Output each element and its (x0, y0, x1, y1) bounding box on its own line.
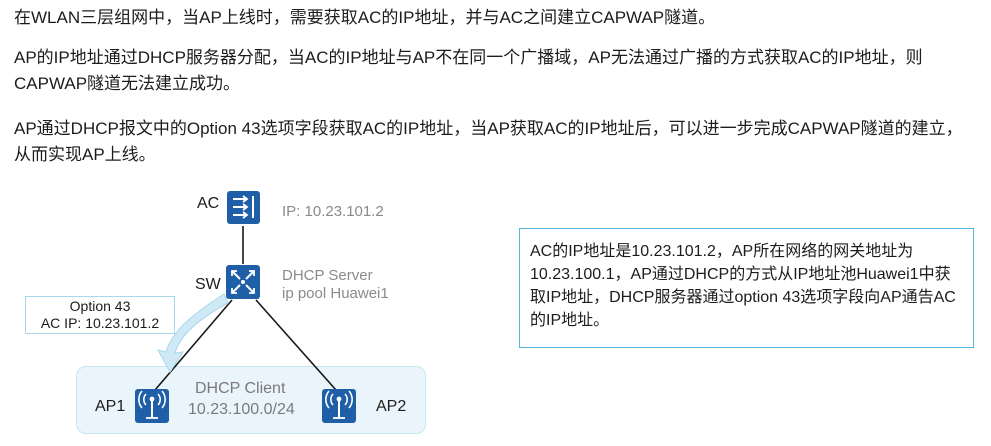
explanation-note: AC的IP地址是10.23.101.2，AP所在网络的网关地址为10.23.10… (519, 228, 974, 348)
ip-pool-label: ip pool Huawei1 (282, 285, 389, 302)
dhcp-client-title: DHCP Client (195, 380, 286, 397)
dhcp-client-subnet: 10.23.100.0/24 (188, 401, 295, 418)
ac-label: AC (197, 195, 220, 212)
option43-ac-ip: AC IP: 10.23.101.2 (40, 315, 160, 331)
dhcp-client-area (76, 366, 426, 434)
ap1-access-point-icon (135, 389, 169, 423)
intro-paragraph-1: 在WLAN三层组网中，当AP上线时，需要获取AC的IP地址，并与AC之间建立CA… (14, 8, 716, 27)
link-sw-ap2 (255, 299, 337, 391)
sw-label: SW (195, 276, 221, 293)
ac-controller-icon (227, 191, 260, 224)
option43-box: Option 43 AC IP: 10.23.101.2 (25, 296, 175, 334)
intro-paragraph-2: AP的IP地址通过DHCP服务器分配，当AC的IP地址与AP不在同一个广播域，A… (14, 48, 923, 93)
intro-paragraph-3: AP通过DHCP报文中的Option 43选项字段获取AC的IP地址，当AP获取… (14, 119, 963, 164)
option43-title: Option 43 (69, 298, 131, 314)
link-sw-ap1 (154, 299, 233, 391)
ac-ip-label: IP: 10.23.101.2 (282, 203, 384, 220)
ap2-label: AP2 (376, 398, 407, 415)
ap2-access-point-icon (322, 389, 356, 423)
switch-icon (226, 265, 260, 299)
dhcp-server-label: DHCP Server (282, 267, 373, 284)
option43-arrow (157, 293, 229, 373)
ap1-label: AP1 (95, 398, 126, 415)
